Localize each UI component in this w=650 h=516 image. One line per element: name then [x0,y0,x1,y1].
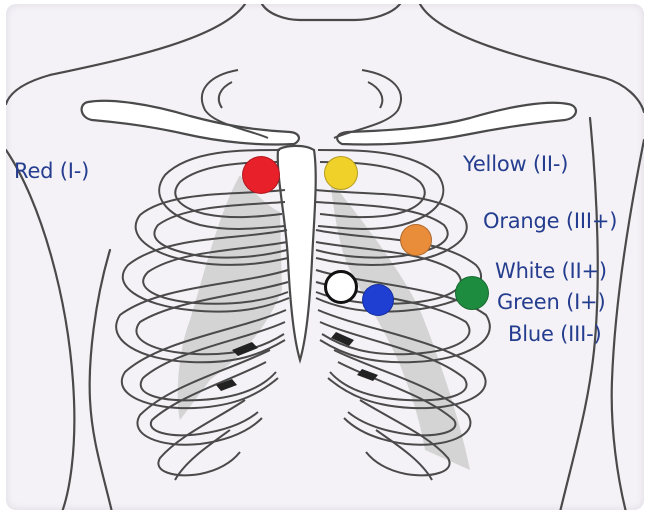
label-orange: Orange (III+) [483,209,617,233]
label-white: White (II+) [495,259,607,283]
left-arm-outline [6,150,74,510]
label-blue: Blue (III-) [508,322,602,346]
red-electrode [242,156,280,194]
right-shoulder-outline [420,4,644,112]
chest-diagram [6,4,644,510]
green-electrode [455,276,489,310]
yellow-electrode [324,156,358,190]
orange-electrode [400,224,432,256]
label-yellow: Yellow (II-) [463,152,568,176]
neck-outline [262,4,400,20]
blue-electrode [362,284,394,316]
right-clavicle [337,103,576,145]
rib-shading [178,175,470,470]
left-flank-outline [90,250,112,510]
label-red: Red (I-) [14,159,89,183]
right-arm-outline [612,140,644,510]
sternum [278,146,316,360]
left-shoulder-outline [6,4,245,104]
monitor-screen: Red (I-) Yellow (II-) Orange (III+) Whit… [6,4,644,510]
white-electrode [324,270,358,304]
right-flank-outline [560,118,598,510]
label-green: Green (I+) [497,290,605,314]
